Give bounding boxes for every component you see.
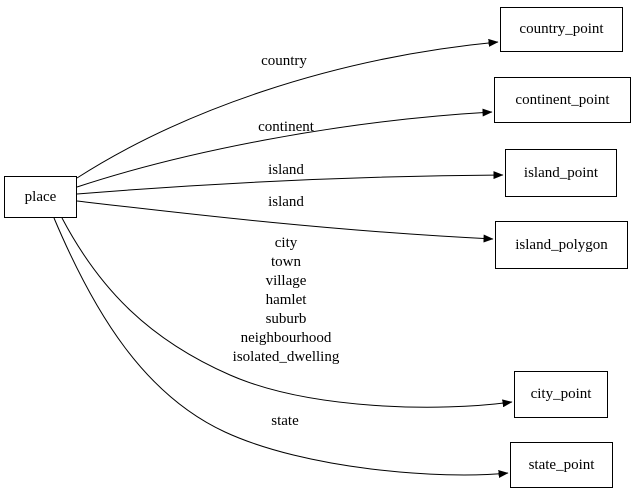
node-continent-point: continent_point [494,77,631,123]
edge-label-island-polygon: island [268,194,304,210]
node-country-point-label: country_point [519,21,604,37]
node-city-point: city_point [514,371,608,418]
edge-label-island-point: island [268,162,304,178]
node-island-polygon-label: island_polygon [515,236,608,253]
edge-place-island-point [76,171,504,195]
edge-label-continent: continent [258,119,314,135]
edge-place-continent-point [76,108,493,188]
edge-place-island-polygon [76,200,494,243]
node-island-point-label: island_point [523,164,599,181]
node-island-point: island_point [505,149,617,197]
node-state-point: state_point [510,442,613,488]
edge-label-city-point: city town village hamlet suburb neighbou… [232,235,340,365]
node-island-polygon: island_polygon [495,221,628,269]
edge-label-state-point: state [271,413,299,429]
edge-label-country: country [261,53,307,69]
node-country-point: country_point [500,7,623,52]
node-city-point-label: city_point [530,386,592,402]
edge-place-country-point [76,38,499,179]
edge-place-city-point [61,217,513,408]
node-place-label: place [24,188,57,205]
node-place: place [4,176,77,218]
node-state-point-label: state_point [528,456,595,473]
node-continent-point-label: continent_point [515,91,610,108]
edge-place-state-point [53,217,509,478]
